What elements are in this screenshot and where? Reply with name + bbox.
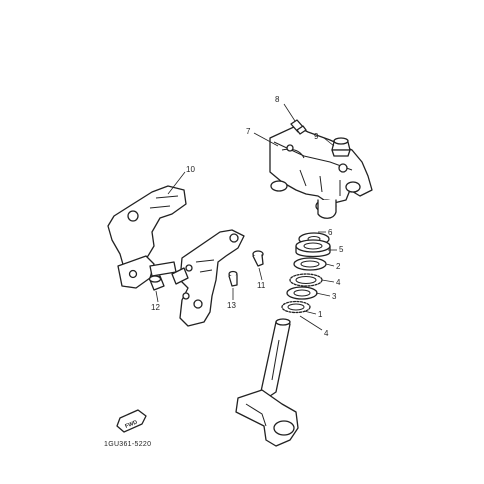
callout-2: 2	[336, 262, 341, 271]
callout-10: 10	[186, 165, 195, 174]
ball-bearing-lower-part[interactable]	[281, 300, 311, 314]
bolt-part[interactable]	[228, 270, 238, 287]
callout-5: 5	[339, 245, 344, 254]
upper-bracket-part[interactable]	[269, 125, 373, 219]
bolt-part[interactable]	[252, 250, 264, 267]
nut-part[interactable]	[331, 137, 351, 157]
fwd-label: FWD	[124, 420, 138, 430]
bearing-race-part[interactable]	[293, 257, 327, 271]
leader-lines	[155, 103, 337, 331]
ball-bearing-part[interactable]	[289, 273, 323, 287]
callout-11: 11	[257, 281, 266, 290]
callout-4: 4	[324, 329, 329, 338]
fwd-arrow-icon: FWD	[116, 409, 147, 433]
callout-13: 13	[227, 301, 236, 310]
left-stay-part[interactable]	[107, 185, 187, 289]
steering-stem-part[interactable]	[235, 318, 299, 447]
callout-3: 3	[332, 292, 337, 301]
bearing-race-lower-part[interactable]	[286, 286, 318, 300]
collar-part[interactable]	[148, 275, 165, 291]
callout-1: 1	[318, 310, 323, 319]
callout-labels: 8 7 9 10 6 5 2 4 3 1 4 11 12 13	[151, 95, 344, 338]
callout-4: 4	[336, 278, 341, 287]
callout-6: 6	[328, 228, 333, 237]
right-stay-part[interactable]	[171, 229, 245, 327]
drawing-code: 1GU361-5220	[104, 441, 151, 448]
callout-8: 8	[275, 95, 280, 104]
callout-7: 7	[246, 127, 251, 136]
bolt-part[interactable]	[290, 119, 307, 135]
callout-12: 12	[151, 303, 160, 312]
callout-9: 9	[314, 132, 319, 141]
ring-nut-part[interactable]	[295, 239, 331, 258]
